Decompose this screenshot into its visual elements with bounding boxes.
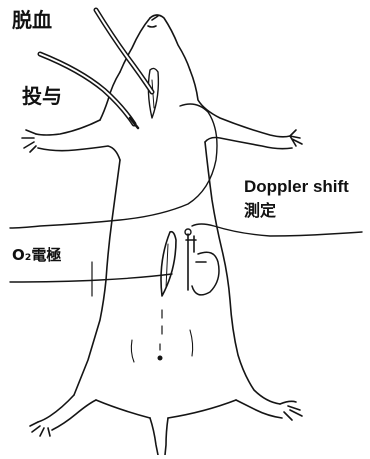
abdominal-incision bbox=[161, 232, 176, 296]
rat-right-shoulder bbox=[190, 70, 290, 137]
o2-electrode-wire bbox=[10, 274, 172, 282]
administration-label: 投与 bbox=[22, 86, 62, 106]
rat-left-hindleg bbox=[38, 395, 74, 422]
rat-left-hindfoot bbox=[30, 422, 50, 436]
rat-body-left bbox=[74, 160, 120, 395]
measurement-label: 測定 bbox=[244, 203, 276, 219]
rat-right-hindfoot bbox=[280, 401, 302, 420]
doppler-shift-label: Doppler shift bbox=[244, 178, 349, 195]
rat-head-outline bbox=[150, 15, 190, 70]
navel-mark bbox=[158, 356, 163, 361]
o2-electrode-label: O₂電極 bbox=[12, 248, 61, 263]
rat-right-forepaw bbox=[290, 130, 302, 146]
rat-left-forepaw bbox=[22, 130, 36, 152]
bleeding-label: 脱血 bbox=[12, 10, 52, 30]
kidney bbox=[192, 252, 219, 295]
rat-tail bbox=[150, 418, 158, 455]
rat-left-arm bbox=[36, 120, 100, 135]
doppler-probe bbox=[186, 234, 206, 290]
